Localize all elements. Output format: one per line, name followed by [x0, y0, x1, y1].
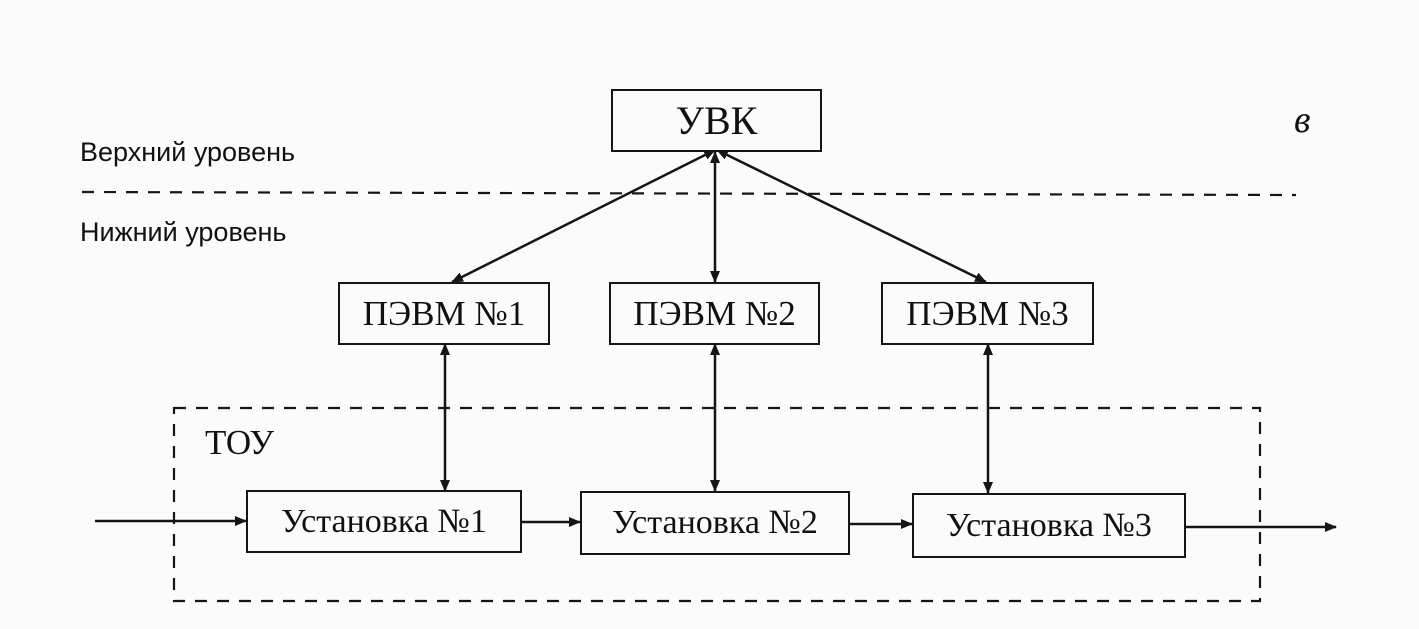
node-pc3: ПЭВМ №3 [881, 282, 1094, 345]
node-pc3-label: ПЭВМ №3 [906, 294, 1069, 333]
edge-uvk-pc1 [451, 148, 716, 284]
lower-level-label: Нижний уровень [80, 217, 287, 247]
node-uvk-label: УВК [675, 97, 758, 143]
node-unit1: Установка №1 [246, 490, 522, 553]
node-unit3: Установка №3 [912, 493, 1186, 558]
plant-group-label: ТОУ [205, 423, 275, 462]
level-divider [81, 190, 1297, 197]
node-uvk: УВК [611, 89, 822, 152]
node-pc2-label: ПЭВМ №2 [633, 294, 796, 333]
node-unit2: Установка №2 [580, 491, 850, 555]
node-pc1-label: ПЭВМ №1 [362, 294, 526, 333]
node-unit2-label: Установка №2 [612, 504, 818, 541]
panel-letter: в [1294, 99, 1311, 141]
node-pc1: ПЭВМ №1 [338, 282, 550, 345]
node-unit3-label: Установка №3 [946, 506, 1152, 544]
edge-uvk-pc3 [716, 148, 987, 284]
node-pc2: ПЭВМ №2 [609, 282, 820, 345]
upper-level-label: Верхний уровень [80, 137, 296, 167]
node-unit1-label: Установка №1 [281, 502, 487, 540]
